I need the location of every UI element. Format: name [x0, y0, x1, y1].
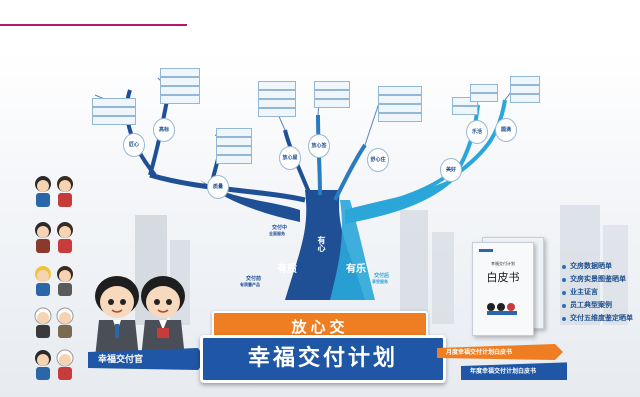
branch-bud-5: 放心签	[308, 134, 330, 158]
character-pair-icon	[35, 266, 73, 296]
leaf-box	[452, 106, 478, 115]
trunk-label-joy: 有乐	[346, 264, 366, 275]
leaf-box	[216, 137, 252, 146]
leaf-box	[216, 155, 252, 164]
leaf-box	[510, 76, 540, 85]
right-list-item: 业主证言	[570, 288, 598, 296]
bullet-icon	[562, 265, 566, 269]
leaf-box	[92, 116, 136, 125]
branch-bud-9: 圆满	[495, 118, 517, 142]
leaf-box	[510, 85, 540, 94]
whitepaper-book: 幸福交付计划 白皮书	[472, 242, 534, 336]
banner-top-text: 放心交	[291, 318, 349, 336]
leaf-box	[160, 95, 200, 104]
book-title: 白皮书	[486, 271, 520, 284]
officer-label: 幸福交付官	[98, 355, 144, 365]
branch-bud-2: 高标	[153, 118, 175, 142]
leaf-box	[216, 146, 252, 155]
trunk-label-quality: 有质	[277, 264, 297, 275]
book-logo	[479, 249, 493, 252]
bullet-icon	[562, 317, 566, 321]
trunk-sub-after: 交付后	[374, 273, 390, 279]
mascot-pair-icon	[95, 276, 185, 358]
character-pair-icon	[35, 222, 73, 253]
leaf-box	[258, 81, 296, 90]
trunk-sub-before-desc: 有质量产品	[240, 282, 260, 287]
character-pair-icon	[35, 349, 74, 380]
leaf-box	[160, 77, 200, 86]
right-list-item: 员工典型案例	[570, 301, 612, 309]
leaf-box	[378, 95, 422, 104]
book-illustration	[487, 303, 517, 315]
leaf-box	[314, 81, 350, 90]
trunk-label-heart: 有心	[317, 236, 326, 252]
caption-monthly: 月度幸福交付计划白皮书	[446, 349, 513, 356]
leaf-box	[160, 86, 200, 95]
branch-bud-3: 质量	[207, 175, 229, 199]
officer-ribbon	[88, 348, 206, 370]
leaf-box	[92, 98, 136, 107]
leaf-box	[470, 93, 498, 102]
trunk-sub-before: 交付前	[246, 276, 262, 282]
leaf-box	[314, 90, 350, 99]
caption-yearly: 年度幸福交付计划白皮书	[470, 368, 537, 375]
trunk-sub-after-desc: 享受服务	[372, 279, 388, 284]
book-subtitle: 幸福交付计划	[491, 261, 515, 266]
branch-bud-7: 美好	[440, 158, 462, 182]
leaf-box	[216, 128, 252, 137]
branch-bud-1: 匠心	[123, 133, 145, 157]
branch-bud-4: 放心屋	[279, 146, 301, 170]
trunk-sub-during-desc: 全面服务	[269, 231, 285, 236]
right-list-item: 交房实景图鉴晒单	[570, 275, 626, 283]
leaf-box	[378, 86, 422, 95]
leaf-box	[92, 107, 136, 116]
banner-main: 幸福交付计划	[200, 335, 446, 383]
leaf-box	[378, 104, 422, 113]
leaf-box	[470, 84, 498, 93]
leaf-box	[314, 99, 350, 108]
leaf-box	[258, 108, 296, 117]
leaf-box	[160, 68, 200, 77]
character-pair-icon	[34, 307, 74, 338]
branch-bud-8: 乐活	[466, 120, 488, 144]
bullet-icon	[562, 304, 566, 308]
bullet-icon	[562, 278, 566, 282]
banner-main-text: 幸福交付计划	[247, 346, 398, 371]
right-list-item: 交房数据晒单	[570, 262, 612, 270]
branch-bud-6: 舒心住	[367, 148, 389, 172]
trunk-sub-during: 交付中	[272, 225, 288, 231]
leaf-box	[258, 90, 296, 99]
right-list-item: 交付五维度鉴定晒单	[570, 314, 633, 322]
bullet-icon	[562, 291, 566, 295]
caption-ribbons	[437, 344, 567, 380]
leaf-box	[378, 113, 422, 122]
top-accent-line	[0, 24, 187, 26]
character-pair-icon	[35, 176, 73, 207]
leaf-box	[258, 99, 296, 108]
leaf-box	[510, 94, 540, 103]
